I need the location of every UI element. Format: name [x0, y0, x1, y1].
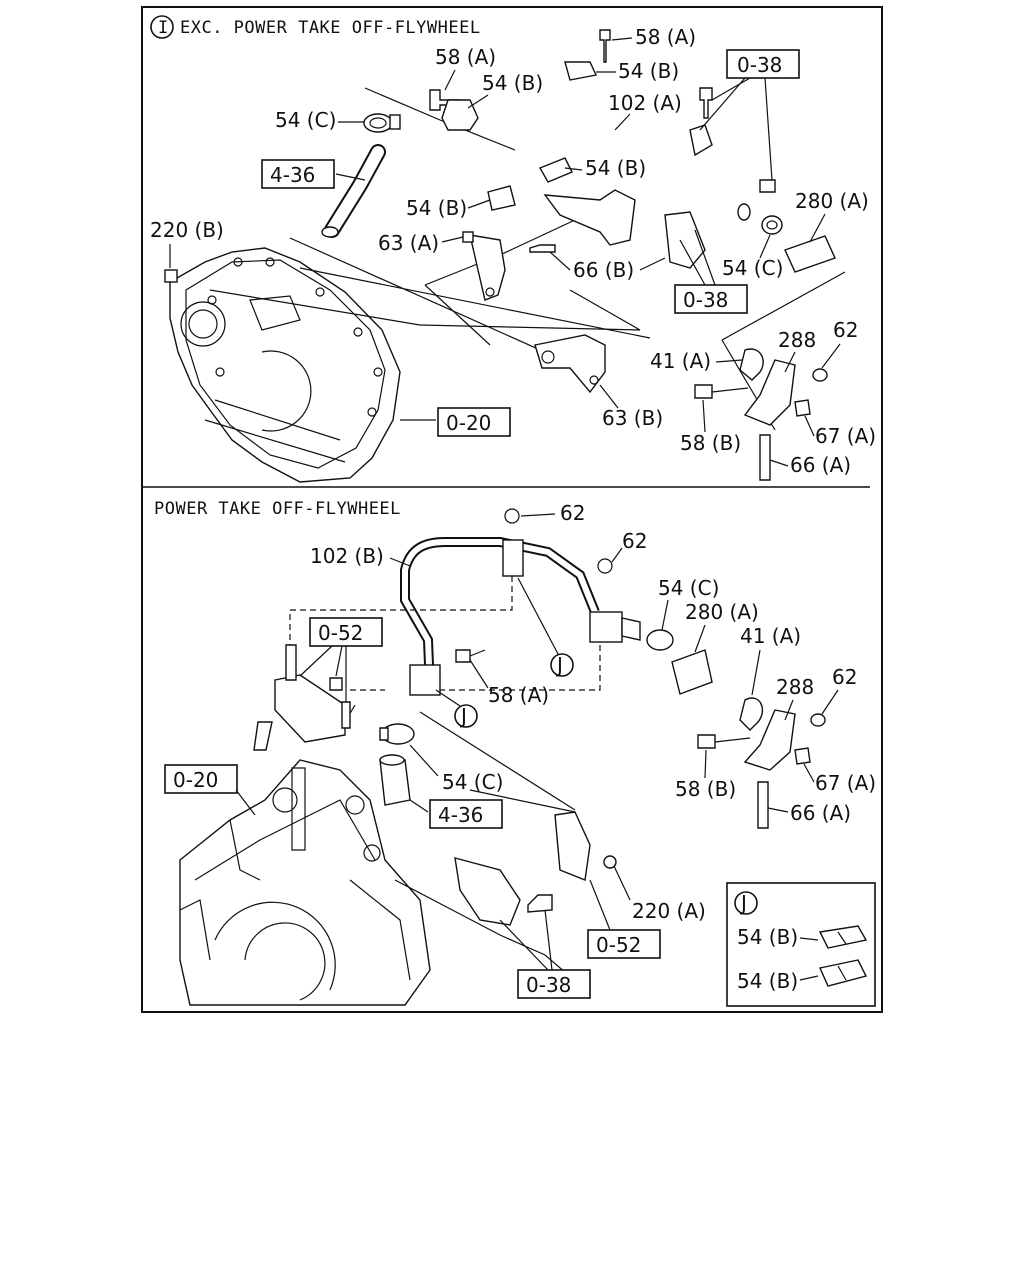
callout-280a-upper: 280 (A) [795, 189, 869, 213]
callout-67a-lower: 67 (A) [815, 771, 876, 795]
ref-box-0-52-bottom [587, 929, 661, 959]
detail-j-clamp-bottom: 54 (B) [737, 969, 798, 993]
callout-62-lower-top: 62 [560, 501, 585, 525]
callout-66b: 66 (B) [573, 258, 634, 282]
upper-section: I EXC. POWER TAKE OFF-FLYWHEEL [150, 15, 846, 483]
callout-102b: 102 (B) [310, 544, 384, 568]
ref-box-0-52-top [309, 617, 383, 647]
callout-288-upper: 288 [778, 328, 816, 352]
ref-box-0-38-lower [517, 969, 591, 999]
callout-220b: 220 (B) [150, 218, 224, 242]
clamp-top-shape [818, 925, 868, 949]
detail-j-inset-label: J [739, 891, 747, 915]
detail-j-label-1: J [555, 653, 563, 677]
callout-63b: 63 (B) [602, 406, 663, 430]
ref-box-0-38-top [726, 49, 800, 79]
ref-0-52-bottom: 0-52 [596, 933, 641, 957]
callout-41a-lower: 41 (A) [740, 624, 801, 648]
detail-j-inset: J 54 (B) 54 (B) [726, 882, 876, 1007]
upper-section-title: EXC. POWER TAKE OFF-FLYWHEEL [180, 18, 481, 38]
detail-j-label-2: J [459, 704, 467, 728]
callout-220a: 220 (A) [632, 899, 706, 923]
clamp-bottom-shape [819, 959, 868, 987]
callout-58a-left: 58 (A) [435, 45, 496, 69]
callout-62-lower-right: 62 [622, 529, 647, 553]
callout-62-lower: 62 [832, 665, 857, 689]
ref-0-38-mid: 0-38 [683, 288, 728, 312]
detail-j-marker-1 [550, 653, 574, 677]
callout-66a-lower: 66 (A) [790, 801, 851, 825]
lower-section-title: POWER TAKE OFF-FLYWHEEL [154, 499, 401, 519]
callout-54c-upper-2: 54 (C) [722, 256, 783, 280]
callout-58b-upper: 58 (B) [680, 431, 741, 455]
ref-0-38-lower: 0-38 [526, 973, 571, 997]
ref-box-4-36-upper [261, 159, 335, 189]
ref-0-20-upper: 0-20 [446, 411, 491, 435]
detail-j-marker-2 [454, 704, 478, 728]
ref-0-38-top: 0-38 [737, 53, 782, 77]
section-marker-label: I [158, 18, 169, 38]
callout-54b-2: 54 (B) [618, 59, 679, 83]
ref-0-52-top: 0-52 [318, 621, 363, 645]
ref-4-36-upper: 4-36 [270, 163, 315, 187]
callout-63a: 63 (A) [378, 231, 439, 255]
ref-box-0-20-lower [164, 764, 238, 794]
detail-j-clamp-top: 54 (B) [737, 925, 798, 949]
callout-54b-4: 54 (B) [406, 196, 467, 220]
ref-box-4-36-lower [429, 799, 503, 829]
reference-boxes: 0-38 4-36 0-38 0-20 0-52 0-20 4-36 0-52 … [164, 49, 800, 999]
callout-54b-3: 54 (B) [585, 156, 646, 180]
callout-58a-top: 58 (A) [635, 25, 696, 49]
callout-58a-lower: 58 (A) [488, 683, 549, 707]
callout-58b-lower: 58 (B) [675, 777, 736, 801]
lower-section: POWER TAKE OFF-FLYWHEEL [154, 499, 826, 1006]
callout-280a-lower: 280 (A) [685, 600, 759, 624]
callout-66a-upper: 66 (A) [790, 453, 851, 477]
callouts-lower: 62 62 102 (B) 54 (C) 280 (A) 41 (A) 58 (… [235, 501, 876, 971]
callout-41a-upper: 41 (A) [650, 349, 711, 373]
flywheel-housing-upper [169, 247, 401, 483]
diagram-frame [141, 6, 883, 1013]
ref-box-0-38-mid [674, 284, 748, 314]
callout-288-lower: 288 [776, 675, 814, 699]
detail-j-frame [726, 882, 876, 1007]
ref-0-20-lower: 0-20 [173, 768, 218, 792]
callouts-upper: 58 (A) 58 (A) 54 (B) 54 (B) 54 (C) 102 (… [150, 25, 876, 477]
callout-54c-upper: 54 (C) [275, 108, 336, 132]
flywheel-housing-lower [179, 759, 431, 1006]
detail-j-inset-marker [734, 891, 758, 915]
callout-67a-upper: 67 (A) [815, 424, 876, 448]
callout-54b-1: 54 (B) [482, 71, 543, 95]
section-marker-circle [150, 15, 174, 39]
ref-box-0-20-upper [437, 407, 511, 437]
callout-62-upper: 62 [833, 318, 858, 342]
ref-4-36-lower: 4-36 [438, 803, 483, 827]
callout-54c-lower-2: 54 (C) [442, 770, 503, 794]
callout-54c-lower: 54 (C) [658, 576, 719, 600]
callout-102a: 102 (A) [608, 91, 682, 115]
